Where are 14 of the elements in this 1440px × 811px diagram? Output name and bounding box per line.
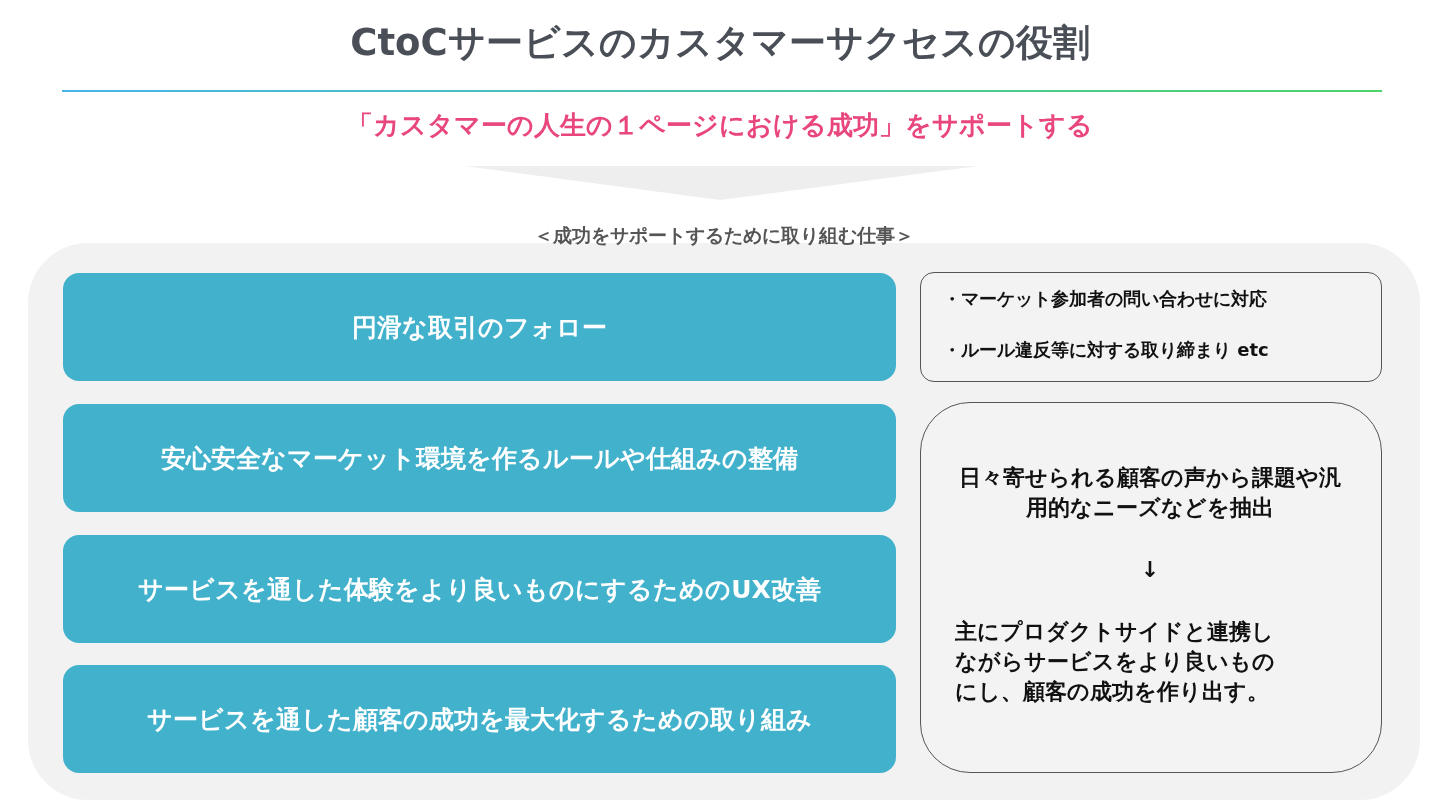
note-box (920, 272, 1382, 382)
note-box (920, 402, 1382, 773)
task-box: サービスを通した体験をより良いものにするためのUX改善 (63, 535, 896, 643)
subtitle: 「カスタマーの人生の１ページにおける成功」をサポートする (346, 109, 1094, 142)
panel-heading: ＜成功をサポートするために取り組む仕事＞ (533, 223, 915, 248)
down-arrow-text: ↓ (1139, 556, 1161, 584)
task-box: 安心安全なマーケット環境を作るルールや仕組みの整備 (63, 404, 896, 512)
bullet-text: ・ルール違反等に対する取り締まり etc (943, 338, 1269, 362)
task-box: サービスを通した顧客の成功を最大化するための取り組み (63, 665, 896, 773)
note-text: 日々寄せられる顧客の声から課題や汎用的なニーズなどを抽出 (958, 464, 1342, 522)
note-text: 主にプロダクトサイドと連携しながらサービスをより良いものにし、顧客の成功を作り出す。 (955, 618, 1276, 706)
title: CtoCサービスのカスタマーサクセスの役割 (349, 20, 1091, 66)
bullet-text: ・マーケット参加者の問い合わせに対応 (943, 287, 1267, 311)
task-box: 円滑な取引のフォロー (63, 273, 896, 381)
